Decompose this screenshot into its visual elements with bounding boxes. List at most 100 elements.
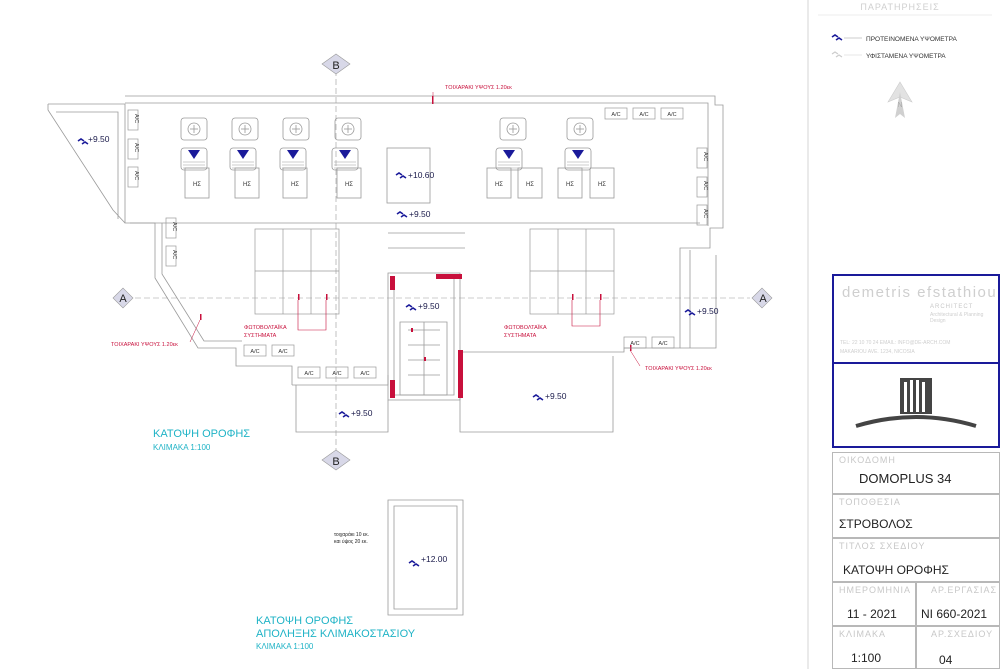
- level-label: +9.50: [697, 306, 719, 316]
- stair-core-box: [386, 147, 431, 204]
- drawing-title-cell: ΤΙΤΛΟΣ ΣΧΕΔΙΟΥ ΚΑΤΟΨΗ ΟΡΟΦΗΣ: [832, 538, 1000, 582]
- drawing-title-label: ΤΙΤΛΟΣ ΣΧΕΔΙΟΥ: [839, 541, 926, 551]
- ac-label: A/C: [250, 349, 259, 355]
- ac-label: A/C: [304, 371, 313, 377]
- heater-label: ΗΣ: [526, 182, 534, 188]
- svg-text:N: N: [897, 102, 902, 109]
- ac-label: A/C: [133, 171, 139, 180]
- title-block-firm: demetris efstathiou ARCHITECT Architectu…: [832, 274, 1000, 364]
- legend-proposed-label: ΠΡΟΤΕΙΝΟΜΕΝΑ ΥΨΟΜΕΤΡΑ: [866, 36, 957, 43]
- stair-roof-title-1: ΚΑΤΟΨΗ ΟΡΟΦΗΣ: [256, 615, 353, 627]
- level-label: +9.50: [409, 209, 431, 219]
- firm-sub: Architectural & Planning Design: [930, 312, 984, 324]
- ac-label: A/C: [702, 152, 708, 161]
- ac-label: A/C: [667, 112, 676, 118]
- level-label: +10.60: [408, 170, 435, 180]
- heater-label: ΗΣ: [598, 182, 606, 188]
- ac-labels-vertical: A/C A/C A/C A/C A/C A/C A/C A/C: [133, 114, 708, 259]
- section-a-label-left: A: [119, 293, 127, 305]
- ac-units-vertical: [127, 109, 708, 267]
- pv-array-left: [254, 228, 340, 315]
- pv-note-left-1: ΦΩΤΟΒΟΛΤΑΪΚΑ: [244, 324, 287, 331]
- scale-label: ΚΛΙΜΑΚΑ: [839, 629, 887, 639]
- legend-title: ΠΑΡΑΤΗΡΗΣΕΙΣ: [860, 2, 939, 12]
- section-b-label-bottom: B: [332, 456, 339, 468]
- level-label: +9.50: [418, 301, 440, 311]
- legend-existing-label: ΥΦΙΣΤΑΜΕΝΑ ΥΨΟΜΕΤΡΑ: [866, 53, 946, 60]
- annotation-notes: ΤΟΙΧΑΡΑΚΙ ΥΨΟΥΣ 1.20εκ ΤΟΙΧΑΡΑΚΙ ΥΨΟΥΣ 1…: [111, 85, 712, 372]
- heater-label: ΗΣ: [566, 182, 574, 188]
- heater-labels: ΗΣ ΗΣ ΗΣ ΗΣ ΗΣ ΗΣ ΗΣ ΗΣ: [193, 182, 606, 188]
- job-number-cell: ΑΡ.ΕΡΓΑΣΙΑΣ ΝΙ 660-2021: [916, 582, 1000, 626]
- ac-label: A/C: [332, 371, 341, 377]
- section-marker-a-left: [112, 287, 134, 309]
- level-labels: +9.50 +10.60 +9.50 +9.50 +9.50 +9.50 +9.…: [88, 134, 719, 564]
- ac-label: A/C: [658, 341, 667, 347]
- ac-label: A/C: [702, 209, 708, 218]
- building-outline: [47, 95, 724, 616]
- location-label: ΤΟΠΟΘΕΣΙΑ: [839, 497, 901, 507]
- red-walls: [390, 274, 463, 398]
- date-label: ΗΜΕΡΟΜΗΝΙΑ: [839, 585, 912, 595]
- date-value: 11 - 2021: [847, 607, 897, 621]
- title-block-logo: [832, 362, 1000, 448]
- parapet-note-top: ΤΟΙΧΑΡΑΚΙ ΥΨΟΥΣ 1.20εκ: [445, 85, 512, 91]
- section-marker-b-top: [321, 53, 351, 75]
- firm-address: MAKARIOU AVE. 1234, NICOSIA: [840, 349, 915, 355]
- firm-role: ARCHITECT: [930, 304, 974, 310]
- ac-units-horizontal: [243, 107, 684, 379]
- ac-label: A/C: [639, 112, 648, 118]
- legend-existing-icon: [831, 51, 843, 58]
- ac-label: A/C: [133, 114, 139, 123]
- section-marker-b-bottom: [321, 449, 351, 471]
- sheet-number-label: ΑΡ.ΣΧΕΔΙΟΥ: [931, 629, 994, 639]
- ac-label: A/C: [171, 222, 177, 231]
- solar-heaters: [180, 147, 592, 171]
- parapet-note-right: ΤΟΙΧΑΡΑΚΙ ΥΨΟΥΣ 1.20εκ: [645, 366, 712, 372]
- heater-label: ΗΣ: [495, 182, 503, 188]
- ac-label: A/C: [630, 341, 639, 347]
- level-label: +12.00: [421, 554, 448, 564]
- level-symbols: [77, 138, 696, 567]
- stair-wall-note-1: τοιχαράκι 10 εκ.: [334, 531, 369, 538]
- location-value: ΣΤΡΟΒΟΛΟΣ: [839, 517, 913, 531]
- ac-label: A/C: [611, 112, 620, 118]
- stair-roof-scale: ΚΛΙΜΑΚΑ 1:100: [256, 642, 314, 651]
- project-cell: ΟΙΚΟΔΟΜΗ DOMOPLUS 34: [832, 452, 1000, 494]
- legend-proposed-icon: [831, 34, 843, 41]
- location-cell: ΤΟΠΟΘΕΣΙΑ ΣΤΡΟΒΟΛΟΣ: [832, 494, 1000, 538]
- heater-label: ΗΣ: [193, 182, 201, 188]
- ac-label: A/C: [360, 371, 369, 377]
- section-b-label-top: B: [332, 60, 339, 72]
- job-number-label: ΑΡ.ΕΡΓΑΣΙΑΣ: [931, 585, 998, 595]
- roof-plan-scale: ΚΛΙΜΑΚΑ 1:100: [153, 443, 211, 452]
- parapet-note-left: ΤΟΙΧΑΡΑΚΙ ΥΨΟΥΣ 1.20εκ: [111, 342, 178, 348]
- building-logo-icon: [855, 378, 977, 428]
- date-cell: ΗΜΕΡΟΜΗΝΙΑ 11 - 2021: [832, 582, 916, 626]
- sheet-number-value: 04: [939, 653, 953, 667]
- firm-contact: TEL: 22 10 70 24 EMAIL: INFO@DE-ARCH.COM: [840, 340, 951, 346]
- pv-note-right-1: ΦΩΤΟΒΟΛΤΑΪΚΑ: [504, 324, 547, 331]
- sheet-number-cell: ΑΡ.ΣΧΕΔΙΟΥ 04: [916, 626, 1000, 669]
- section-lines: [135, 70, 750, 450]
- north-arrow-icon: N: [887, 81, 913, 118]
- ac-label: A/C: [133, 143, 139, 152]
- scale-cell: ΚΛΙΜΑΚΑ 1:100: [832, 626, 916, 669]
- pv-note-right-2: ΣΥΣΤΗΜΑΤΑ: [504, 333, 537, 339]
- project-value: DOMOPLUS 34: [859, 471, 952, 486]
- project-label: ΟΙΚΟΔΟΜΗ: [839, 455, 896, 465]
- pv-leader-lines: [297, 300, 601, 331]
- ac-label: A/C: [171, 250, 177, 259]
- level-label: +9.50: [351, 408, 373, 418]
- heater-label: ΗΣ: [345, 182, 353, 188]
- note-leaders: [189, 92, 641, 367]
- stair-wall-note-2: και ύψος 20 εκ.: [334, 538, 368, 545]
- section-marker-a-right: [751, 287, 773, 309]
- roof-plan-title: ΚΑΤΟΨΗ ΟΡΟΦΗΣ: [153, 428, 250, 440]
- ac-label: A/C: [278, 349, 287, 355]
- section-a-label-right: A: [759, 293, 767, 305]
- level-label: +9.50: [88, 134, 110, 144]
- vent-units: [180, 117, 594, 141]
- heater-label: ΗΣ: [291, 182, 299, 188]
